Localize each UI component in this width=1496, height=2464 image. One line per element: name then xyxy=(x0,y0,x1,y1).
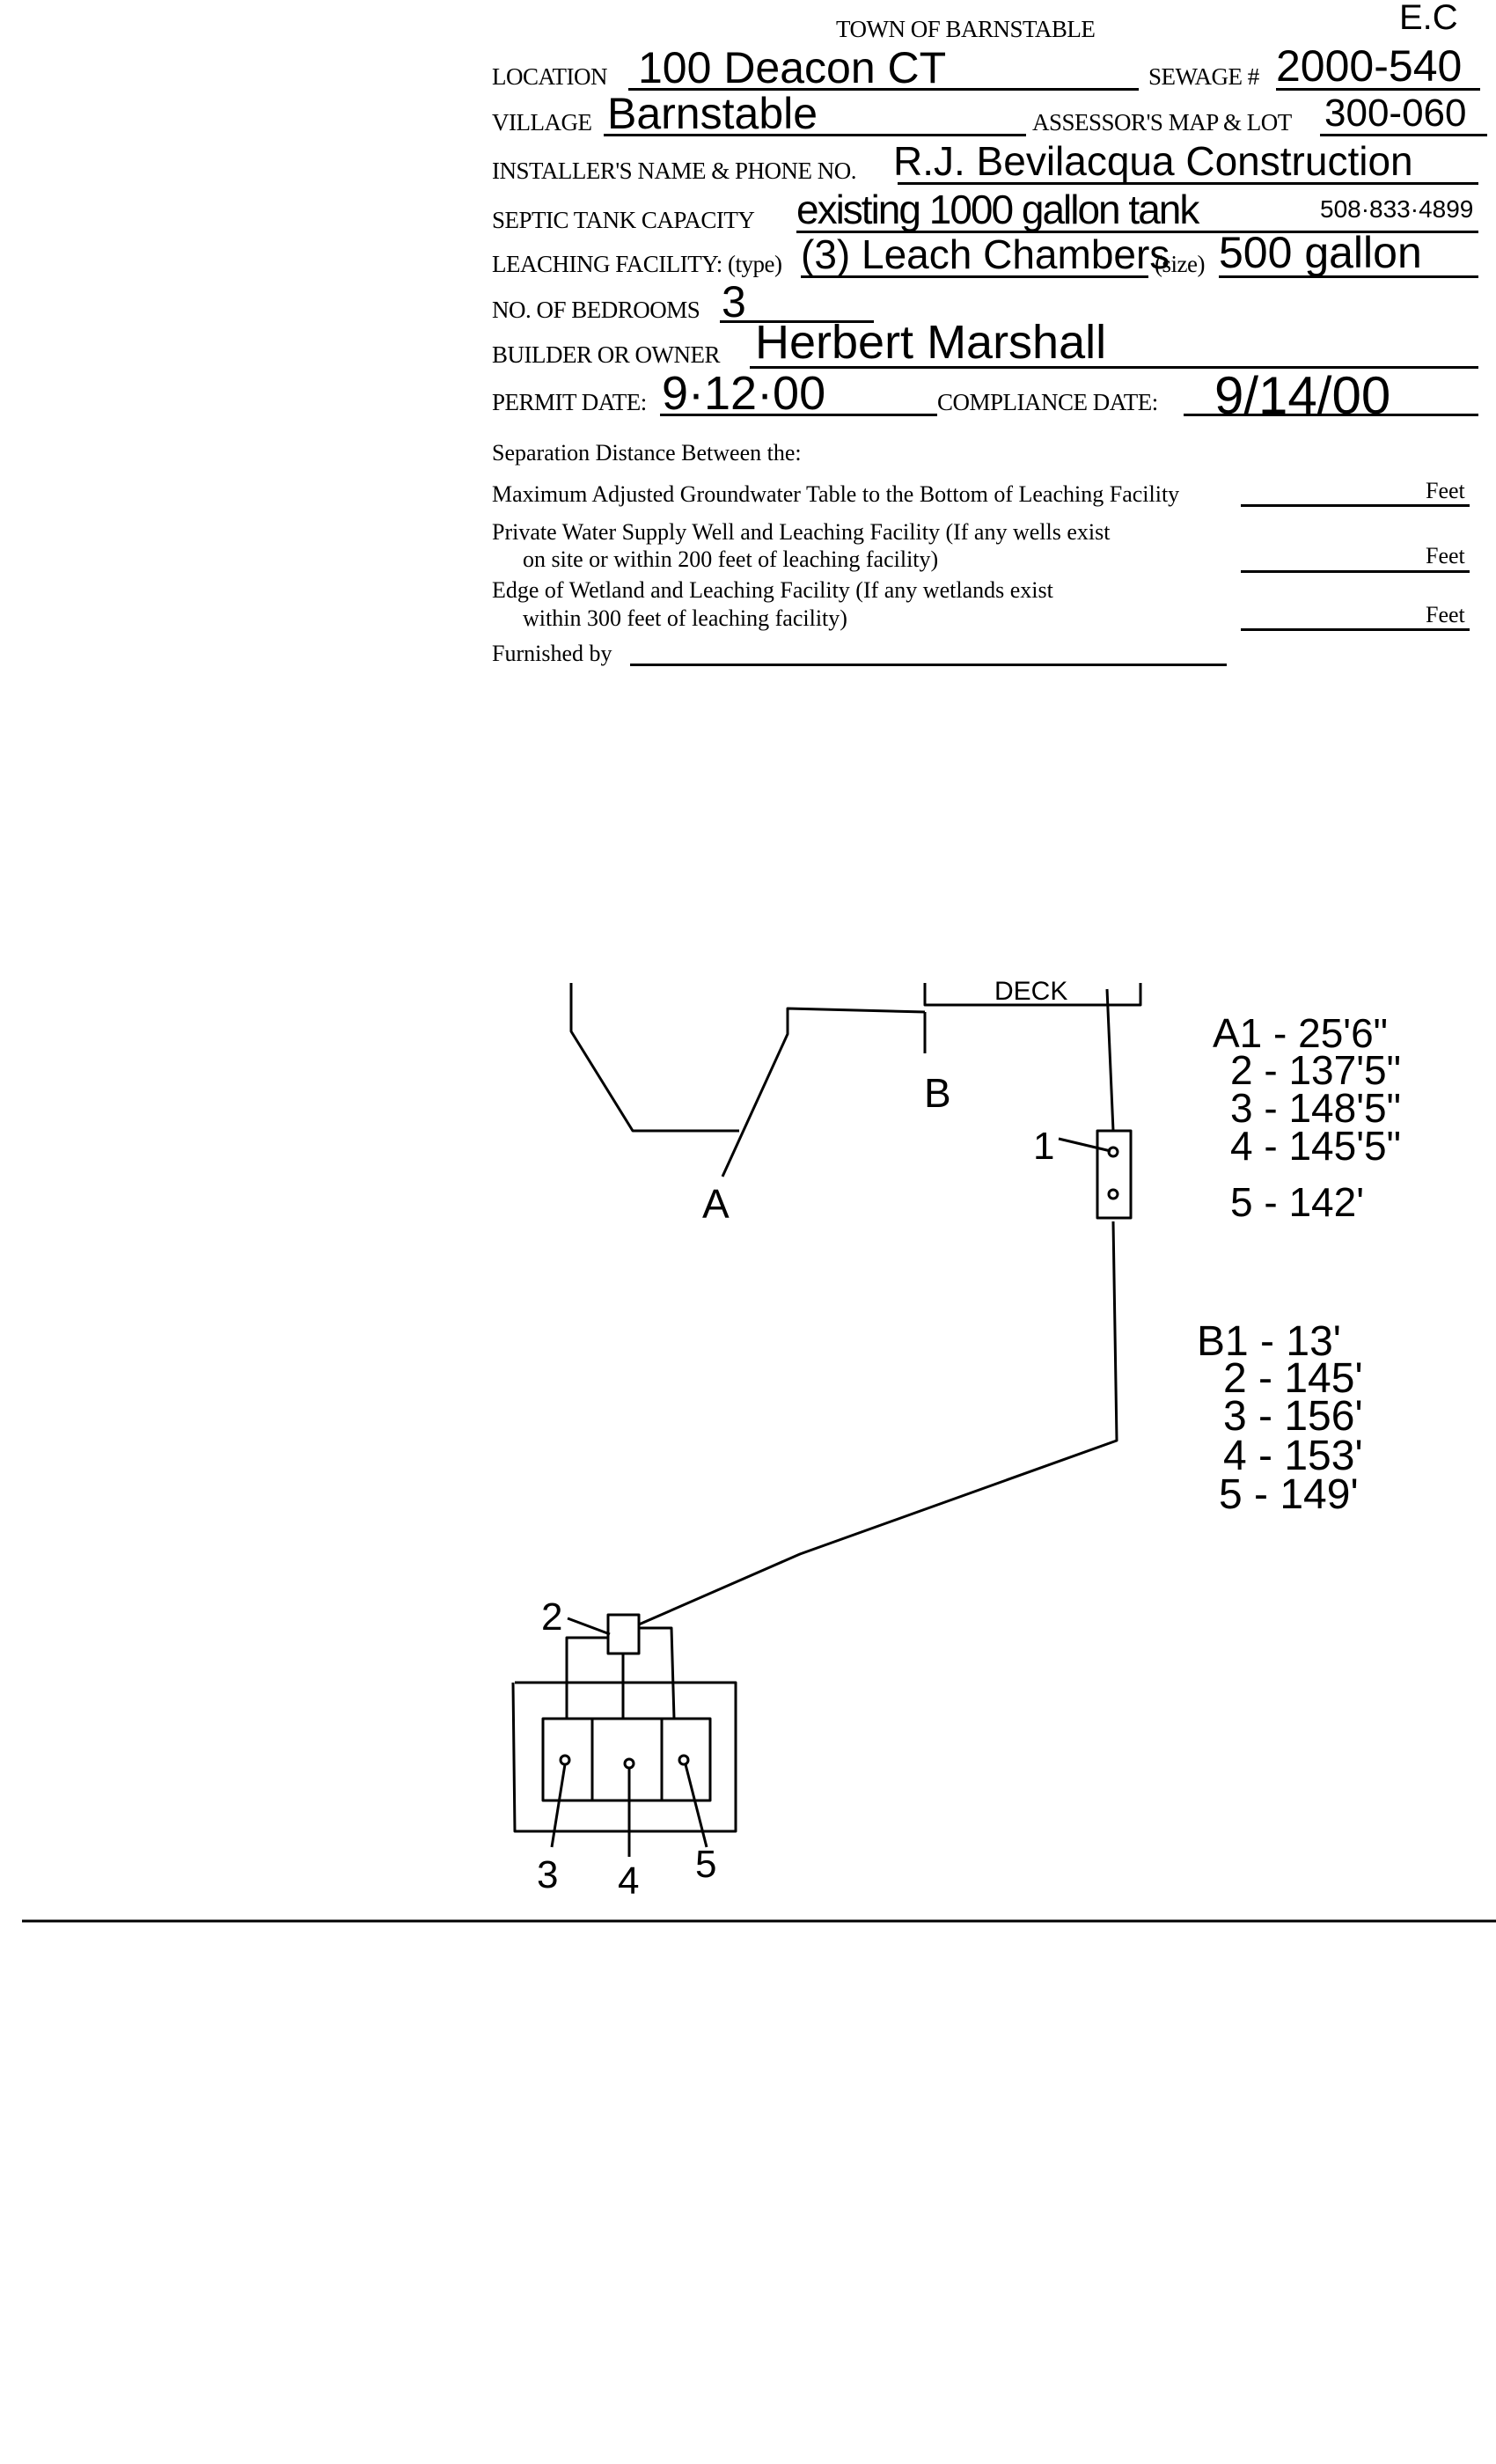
village-line xyxy=(604,134,1026,136)
house-outline xyxy=(569,983,927,1177)
permit-date-line xyxy=(660,414,937,416)
point-b-label: B xyxy=(924,1070,951,1116)
compliance-date-line xyxy=(1184,414,1478,416)
village-label: VILLAGE xyxy=(492,109,592,136)
permit-date-label: PERMIT DATE: xyxy=(492,389,647,415)
furnished-by-line[interactable] xyxy=(630,664,1227,666)
village-value[interactable]: Barnstable xyxy=(607,89,818,138)
separation-row-wetland-line2: within 300 feet of leaching facility) xyxy=(523,605,847,631)
a-measurements: A1 - 25'6" 2 - 137'5" 3 - 148'5" 4 - 145… xyxy=(1213,1010,1401,1225)
septic-label: SEPTIC TANK CAPACITY xyxy=(492,207,755,233)
label-2: 2 xyxy=(541,1595,562,1639)
a-measurement: 4 - 145'5" xyxy=(1230,1123,1401,1169)
wetland-feet-line[interactable] xyxy=(1241,628,1470,631)
installer-value[interactable]: R.J. Bevilacqua Construction xyxy=(893,138,1413,184)
label-4: 4 xyxy=(618,1859,639,1903)
installer-phone[interactable]: 508·833·4899 xyxy=(1320,195,1474,223)
owner-line xyxy=(750,366,1478,369)
deck-outline: DECK xyxy=(923,977,1142,1007)
separation-row-wetland-line1: Edge of Wetland and Leaching Facility (I… xyxy=(492,577,1053,603)
groundwater-feet-line[interactable] xyxy=(1241,504,1470,507)
size-line xyxy=(1219,275,1478,278)
a-measurement: 3 - 148'5" xyxy=(1230,1085,1401,1131)
label-1: 1 xyxy=(1033,1125,1054,1168)
map-lot-label: ASSESSOR'S MAP & LOT xyxy=(1032,109,1292,136)
permit-date-value[interactable]: 9·12·00 xyxy=(662,367,826,420)
groundwater-feet-unit: Feet xyxy=(1426,478,1465,503)
map-lot-line xyxy=(1320,134,1487,136)
a-measurement: A1 - 25'6" xyxy=(1213,1010,1388,1056)
owner-value[interactable]: Herbert Marshall xyxy=(755,316,1107,369)
compliance-date-label: COMPLIANCE DATE: xyxy=(937,389,1158,415)
a-measurement: 2 - 137'5" xyxy=(1230,1047,1401,1093)
b-measurement: 4 - 153' xyxy=(1223,1433,1363,1479)
label-5: 5 xyxy=(695,1843,716,1886)
location-value[interactable]: 100 Deacon CT xyxy=(638,43,947,92)
b-measurement: B1 - 13' xyxy=(1197,1318,1341,1365)
septic-tank xyxy=(1058,988,1133,1220)
separation-heading: Separation Distance Between the: xyxy=(492,440,802,466)
compliance-date-value[interactable]: 9/14/00 xyxy=(1214,366,1391,425)
leaching-type-line xyxy=(801,275,1148,278)
map-lot-value[interactable]: 300-060 xyxy=(1324,92,1467,135)
size-label: (size) xyxy=(1155,251,1205,277)
well-feet-unit: Feet xyxy=(1426,543,1465,568)
bedrooms-value[interactable]: 3 xyxy=(722,277,746,326)
wetland-feet-unit: Feet xyxy=(1426,602,1465,627)
b-measurement: 3 - 156' xyxy=(1223,1393,1363,1440)
installer-line xyxy=(898,182,1478,185)
distribution-box xyxy=(565,1613,676,1720)
effluent-pipe xyxy=(638,1221,1118,1626)
bedrooms-label: NO. OF BEDROOMS xyxy=(492,297,700,323)
sewage-line xyxy=(1276,88,1480,91)
separation-row-groundwater: Maximum Adjusted Groundwater Table to th… xyxy=(492,481,1180,507)
b-measurements: B1 - 13' 2 - 145' 3 - 156' 4 - 153' 5 - … xyxy=(1197,1318,1363,1518)
point-a-label: A xyxy=(702,1181,730,1227)
sewage-label: SEWAGE # xyxy=(1148,63,1259,90)
leaching-type-value[interactable]: (3) Leach Chambers xyxy=(801,231,1170,277)
location-line xyxy=(628,88,1139,91)
corner-initials: E.C xyxy=(1399,0,1458,37)
owner-label: BUILDER OR OWNER xyxy=(492,341,720,368)
sewage-value[interactable]: 2000-540 xyxy=(1276,41,1463,91)
b-measurement: 5 - 149' xyxy=(1219,1471,1359,1518)
form-title: TOWN OF BARNSTABLE xyxy=(836,16,1096,42)
furnished-by-label: Furnished by xyxy=(492,641,612,666)
deck-label: DECK xyxy=(994,977,1067,1006)
location-label: LOCATION xyxy=(492,63,608,90)
tank-outlet-cover-icon xyxy=(1107,1188,1119,1200)
installer-label: INSTALLER'S NAME & PHONE NO. xyxy=(492,158,856,184)
bedrooms-line xyxy=(720,320,874,323)
septic-line xyxy=(796,231,1478,233)
separation-row-well-line1: Private Water Supply Well and Leaching F… xyxy=(492,519,1111,545)
separation-row-well-line2: on site or within 200 feet of leaching f… xyxy=(523,546,939,572)
b-measurement: 2 - 145' xyxy=(1223,1355,1363,1402)
septic-value[interactable]: existing 1000 gallon tank xyxy=(796,187,1199,232)
label-3: 3 xyxy=(537,1853,558,1896)
well-feet-line[interactable] xyxy=(1241,570,1470,573)
leaching-label: LEACHING FACILITY: (type) xyxy=(492,251,782,277)
leach-chambers xyxy=(511,1681,737,1857)
a-measurement: 5 - 142' xyxy=(1230,1179,1364,1225)
size-value[interactable]: 500 gallon xyxy=(1219,228,1422,277)
